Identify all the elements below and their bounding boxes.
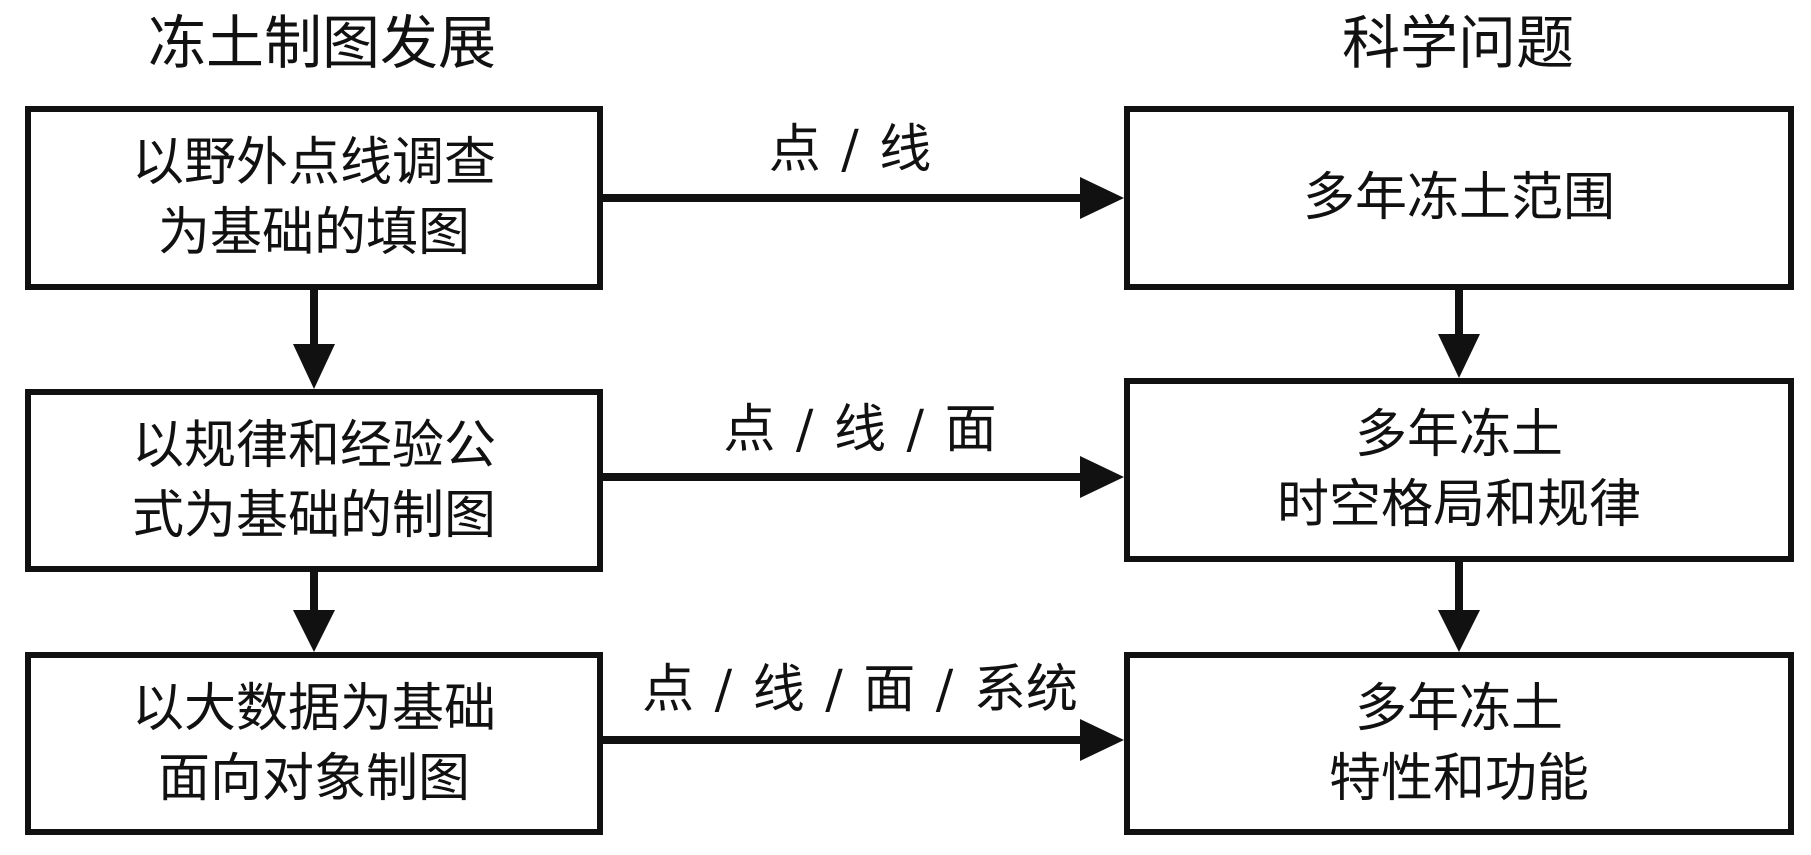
arrow-v-right-1-head xyxy=(1438,334,1480,378)
arrow-label-1: 点 / 线 xyxy=(768,120,932,180)
left-column-heading: 冻土制图发展 xyxy=(147,9,496,77)
box-text-line: 多年冻土 xyxy=(1354,678,1563,739)
right-column-heading: 科学问题 xyxy=(1341,9,1574,77)
mapping-stage-box-field-survey: 以野外点线调查 为基础的填图 xyxy=(25,106,603,290)
box-text-line: 式为基础的制图 xyxy=(131,485,496,546)
science-question-box-properties: 多年冻土 特性和功能 xyxy=(1124,652,1794,835)
arrow-h-2-head xyxy=(1080,456,1124,498)
arrow-h-3-head xyxy=(1080,719,1124,761)
arrow-label-2: 点 / 线 / 面 xyxy=(723,400,997,460)
box-text-line: 多年冻土 xyxy=(1354,405,1563,465)
box-text-line: 以规律和经验公 xyxy=(131,415,496,476)
mapping-stage-box-big-data: 以大数据为基础 面向对象制图 xyxy=(25,652,603,835)
box-text-line: 面向对象制图 xyxy=(157,748,470,809)
box-text-line: 时空格局和规律 xyxy=(1276,475,1641,535)
arrow-v-left-1-head xyxy=(293,344,335,389)
arrow-label-3: 点 / 线 / 面 / 系统 xyxy=(642,660,1078,720)
box-text-line: 以大数据为基础 xyxy=(131,678,496,739)
box-text-line: 以野外点线调查 xyxy=(131,133,496,193)
arrow-v-right-2-head xyxy=(1438,610,1480,652)
science-question-box-extent: 多年冻土范围 xyxy=(1124,106,1794,290)
mapping-stage-box-empirical-formula: 以规律和经验公 式为基础的制图 xyxy=(25,389,603,572)
box-text-line: 特性和功能 xyxy=(1328,748,1589,809)
science-question-box-pattern: 多年冻土 时空格局和规律 xyxy=(1124,378,1794,562)
arrow-v-left-2-head xyxy=(293,610,335,652)
arrow-h-1-head xyxy=(1080,177,1124,219)
box-text-line: 多年冻土范围 xyxy=(1302,168,1615,228)
box-text-line: 为基础的填图 xyxy=(157,203,470,263)
